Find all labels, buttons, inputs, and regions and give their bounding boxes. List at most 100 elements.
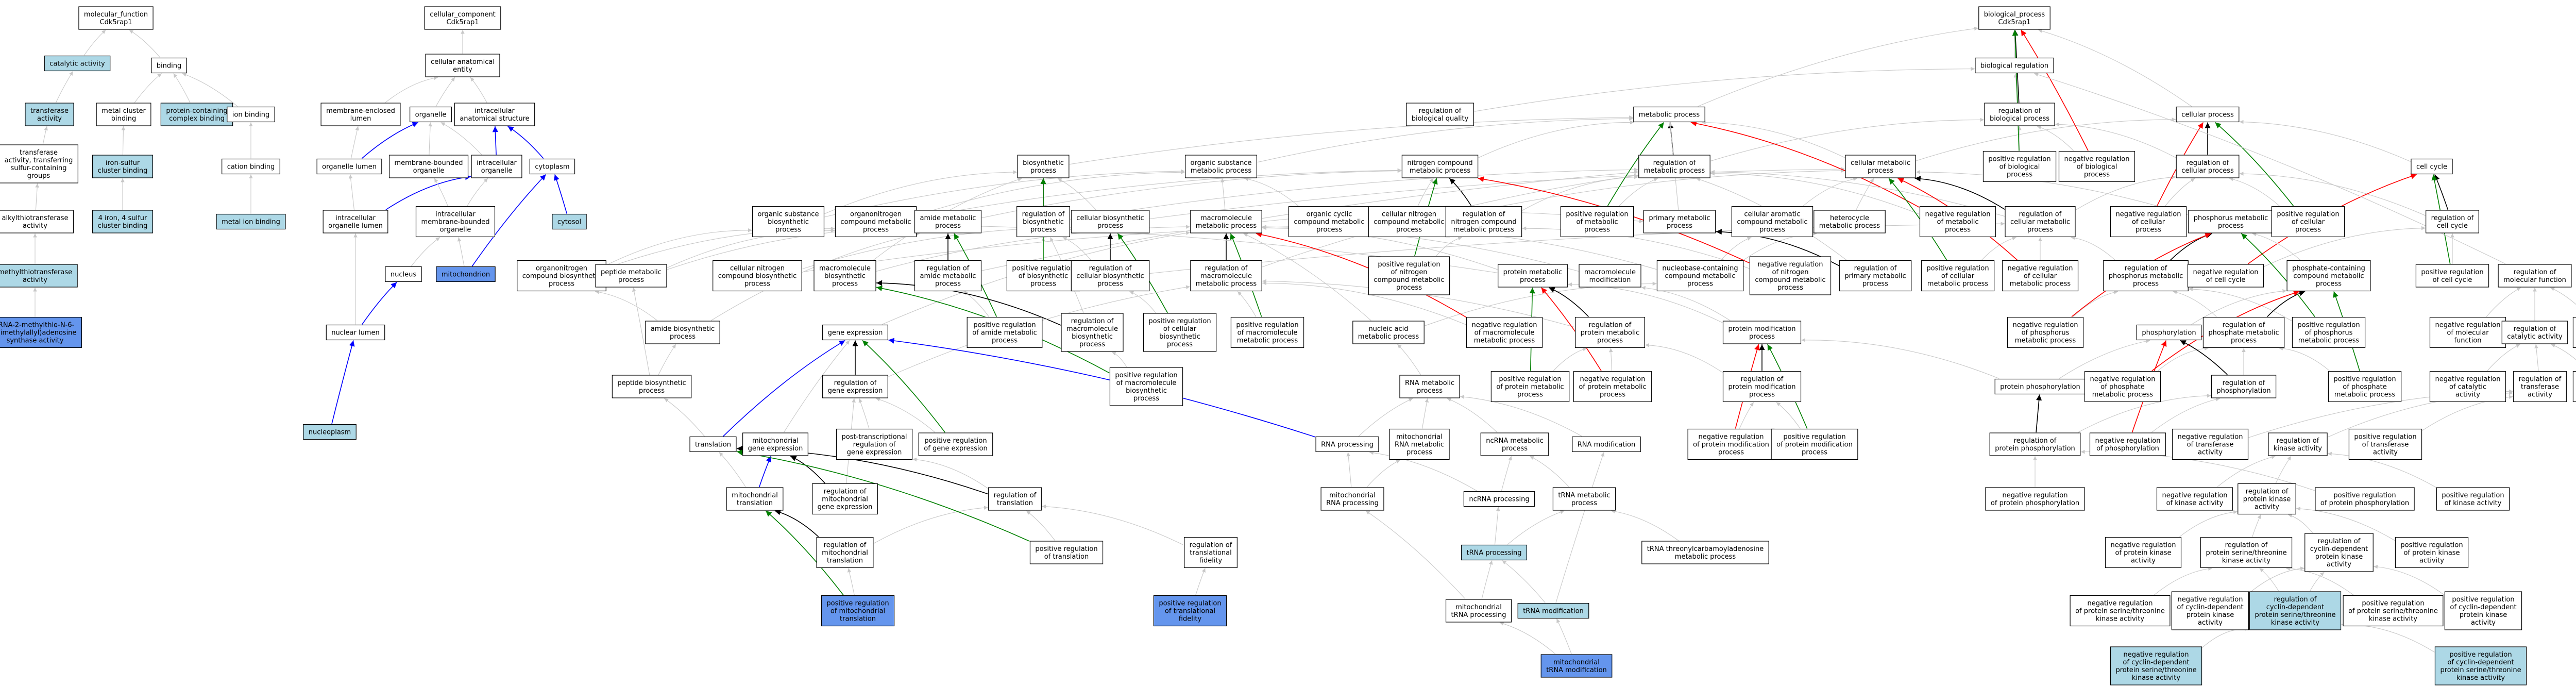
term-label: ion binding	[232, 111, 269, 119]
term-box	[1445, 206, 1522, 238]
term-box	[2572, 316, 2576, 348]
edge-is-a	[1981, 236, 2016, 260]
term-box	[1517, 603, 1589, 619]
term-box	[1029, 541, 1104, 564]
edge-is-a	[2534, 344, 2539, 371]
edge-is-a	[2328, 451, 2436, 488]
edge-is-a	[1042, 504, 1184, 546]
edge-is-a	[435, 77, 455, 107]
edge-is-a	[2073, 290, 2119, 317]
edge-is-a	[2075, 175, 2176, 210]
term-box	[752, 206, 825, 238]
edge-negatively	[1256, 231, 1466, 318]
term-box	[2444, 591, 2522, 630]
go-term-bio-reg: biological regulation	[1975, 57, 2054, 74]
term-box	[914, 210, 982, 233]
term-box	[1153, 595, 1227, 627]
edge-negatively	[1540, 287, 1602, 371]
term-box	[2200, 537, 2293, 568]
term-box	[2058, 150, 2136, 182]
term-box	[726, 487, 784, 511]
edge-is-a	[1221, 178, 1226, 210]
term-box	[436, 266, 496, 282]
edge-regulates	[1914, 176, 2005, 210]
term-box	[1190, 260, 1262, 292]
edge-is-a	[1358, 398, 1413, 437]
edge-is-a	[385, 76, 438, 103]
go-term-trna-mod: tRNA modification	[1517, 603, 1589, 619]
edge-negatively	[1690, 121, 1920, 208]
term-box	[303, 424, 357, 440]
edge-is-a	[350, 126, 360, 159]
edge-part-of	[362, 281, 397, 325]
term-box	[689, 436, 737, 453]
edge-is-a	[1369, 450, 1478, 491]
term-box	[1401, 155, 1479, 178]
edge-is-a	[2165, 178, 2195, 206]
go-term-metabolic: metabolic process	[1633, 106, 1705, 123]
edge-is-a	[847, 568, 855, 595]
edge-is-a	[1721, 237, 1752, 260]
term-box	[323, 210, 388, 233]
edge-is-a	[1070, 168, 1638, 220]
term-box	[595, 264, 667, 288]
edge-is-a	[2550, 287, 2576, 305]
term-box	[1579, 264, 1641, 288]
edge-is-a	[1556, 618, 1572, 655]
term-box	[1071, 210, 1150, 233]
edge-regulates	[1549, 287, 1589, 317]
go-term-rna-mod: RNA modification	[1572, 436, 1641, 453]
edge-is-a	[1553, 347, 1587, 371]
go-term-nucleoplasm: nucleoplasm	[303, 424, 357, 440]
term-box	[2271, 206, 2345, 238]
term-box	[1771, 428, 1858, 460]
edge-positively	[736, 449, 1030, 542]
term-label: tRNA processing	[1467, 549, 1522, 557]
edge-part-of	[723, 340, 845, 437]
term-label: nuclear lumen	[331, 329, 379, 337]
term-box	[2084, 371, 2161, 403]
